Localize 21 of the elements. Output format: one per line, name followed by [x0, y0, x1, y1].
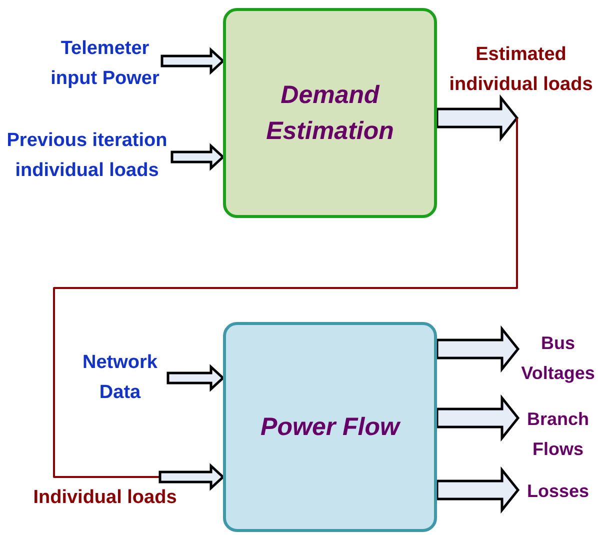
block-arrow — [436, 94, 519, 142]
block-arrow — [436, 466, 520, 514]
output-label: Branch Flows — [526, 408, 590, 461]
block-arrow — [436, 325, 520, 373]
input-label: Network Data — [82, 351, 158, 405]
block-arrow — [170, 143, 225, 171]
process-title: Demand Estimation — [265, 80, 395, 147]
input-label: Individual loads — [33, 486, 177, 510]
output-label: Bus Voltages — [520, 332, 596, 385]
input-label: Previous iteration individual loads — [6, 129, 168, 183]
block-arrow — [158, 463, 225, 491]
block-arrow — [166, 364, 225, 392]
block-arrow — [436, 394, 520, 442]
process-title: Power Flow — [260, 412, 400, 443]
output-label: Estimated individual loads — [448, 43, 594, 97]
connector-line — [53, 118, 518, 478]
output-label: Losses — [526, 480, 590, 503]
process-box — [223, 322, 437, 532]
process-box — [223, 8, 437, 218]
block-arrow — [160, 47, 225, 75]
input-label: Telemeter input Power — [50, 37, 160, 91]
